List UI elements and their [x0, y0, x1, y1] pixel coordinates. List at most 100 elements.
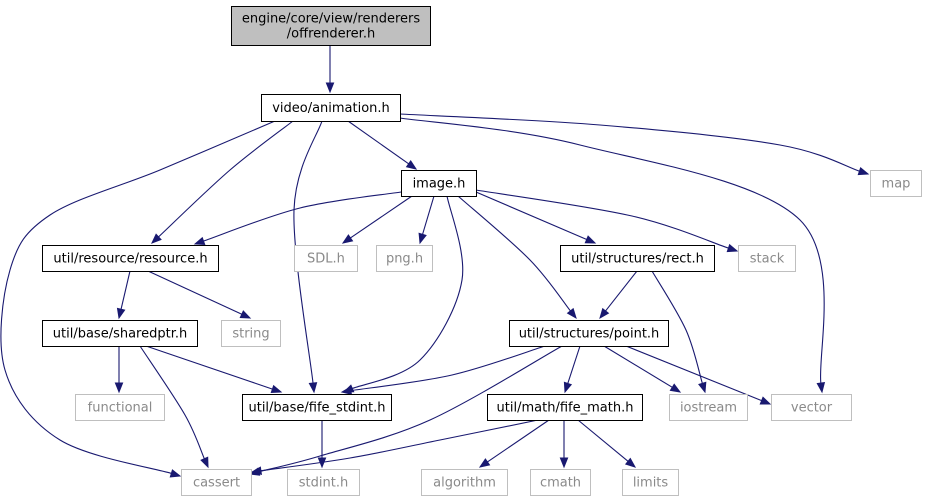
edge-animation-to-resource	[158, 120, 294, 238]
node-box-string	[221, 320, 281, 347]
edge-sharedptr-to-cassert	[139, 345, 205, 459]
arrowhead-image-to-resource	[193, 236, 206, 246]
node-label-vector: vector	[791, 401, 833, 416]
node-label-png: png.h	[386, 252, 423, 267]
node-map: map	[870, 170, 922, 197]
edge-image-to-rect	[475, 191, 587, 240]
node-limits: limits	[622, 469, 679, 496]
arrowhead-resource-to-sharedptr	[116, 307, 126, 320]
node-box-point	[509, 320, 669, 347]
node-box-offrenderer	[231, 6, 431, 46]
edge-image-to-fife_stdint	[352, 195, 464, 390]
edge-point-to-iostream	[603, 345, 673, 388]
node-point[interactable]: util/structures/point.h	[509, 320, 669, 347]
node-box-sdl	[294, 245, 358, 272]
edge-fife_math-to-cassert	[260, 419, 539, 472]
edge-resource-to-string	[147, 270, 243, 315]
node-label-cassert: cassert	[193, 476, 240, 491]
arrowhead-image-to-rect	[584, 235, 597, 244]
node-label-animation: video/animation.h	[272, 101, 390, 116]
node-box-vector	[771, 394, 852, 421]
arrowhead-animation-to-cassert	[169, 469, 182, 478]
node-cmath: cmath	[530, 469, 591, 496]
node-rect[interactable]: util/structures/rect.h	[560, 245, 715, 272]
arrowhead-image-to-point	[566, 307, 577, 320]
arrowhead-resource-to-string	[239, 310, 252, 319]
node-offrenderer: engine/core/view/renderers/offrenderer.h	[231, 6, 431, 46]
node-label-point: util/structures/point.h	[519, 327, 660, 342]
arrowhead-point-to-vector	[759, 396, 772, 405]
node-box-animation	[261, 94, 401, 122]
node-vector: vector	[771, 394, 852, 421]
arrowhead-fife_math-to-algorithm	[478, 458, 491, 468]
arrowhead-sharedptr-to-cassert	[200, 456, 209, 469]
edge-image-to-point	[457, 195, 571, 312]
node-label-limits: limits	[633, 476, 669, 491]
node-animation[interactable]: video/animation.h	[261, 94, 401, 122]
node-sdl: SDL.h	[294, 245, 358, 272]
node-box-functional	[75, 394, 165, 421]
node-label-cmath: cmath	[540, 476, 581, 491]
arrowhead-animation-to-vector	[816, 382, 826, 394]
node-fife_stdint[interactable]: util/base/fife_stdint.h	[242, 394, 392, 421]
arrowhead-sharedptr-to-functional	[114, 382, 124, 394]
node-label-stdint: stdint.h	[299, 476, 348, 491]
edge-animation-to-fife_stdint	[293, 120, 323, 384]
node-box-algorithm	[421, 469, 508, 496]
arrowhead-rect-to-point	[599, 307, 610, 320]
edge-image-to-sdl	[350, 195, 413, 239]
node-box-image	[401, 170, 477, 197]
node-cassert: cassert	[181, 469, 252, 496]
node-box-sharedptr	[42, 320, 198, 347]
edge-resource-to-sharedptr	[120, 270, 131, 310]
arrowhead-fife_math-to-limits	[624, 457, 637, 468]
arrowhead-offrenderer-to-animation	[325, 82, 335, 94]
arrowhead-rect-to-iostream	[698, 381, 707, 394]
node-box-cmath	[530, 469, 591, 496]
node-box-stdint	[287, 469, 360, 496]
edge-point-to-fife_stdint	[350, 345, 546, 392]
node-label-fife_math: util/math/fife_math.h	[497, 401, 634, 416]
node-label-map: map	[882, 177, 911, 192]
node-box-cassert	[181, 469, 252, 496]
node-label-algorithm: algorithm	[433, 476, 496, 491]
node-label-resource: util/resource/resource.h	[53, 252, 207, 267]
node-iostream: iostream	[669, 394, 748, 421]
arrowhead-animation-to-map	[857, 166, 870, 176]
node-label-offrenderer-line-2: /offrenderer.h	[287, 27, 375, 42]
node-sharedptr[interactable]: util/base/sharedptr.h	[42, 320, 198, 347]
node-label-image: image.h	[413, 177, 466, 192]
node-box-fife_math	[487, 394, 643, 421]
arrowhead-point-to-fife_stdint	[340, 386, 353, 395]
arrowhead-image-to-stack	[726, 243, 739, 253]
node-label-rect: util/structures/rect.h	[571, 252, 704, 267]
edge-animation-to-cassert	[0, 120, 276, 474]
node-label-sharedptr: util/base/sharedptr.h	[53, 327, 187, 342]
edge-fife_math-to-algorithm	[487, 419, 550, 463]
edge-point-to-cassert	[258, 345, 563, 473]
node-label-sdl: SDL.h	[307, 252, 345, 267]
edge-rect-to-iostream	[651, 270, 703, 384]
node-string: string	[221, 320, 281, 347]
edge-animation-to-map	[399, 113, 860, 172]
arrowhead-point-to-iostream	[669, 383, 682, 393]
node-box-rect	[560, 245, 715, 272]
edge-image-to-resource	[203, 191, 402, 242]
node-image[interactable]: image.h	[401, 170, 477, 197]
node-label-functional: functional	[88, 401, 153, 416]
node-box-fife_stdint	[242, 394, 392, 421]
node-label-string: string	[232, 327, 269, 342]
node-box-resource	[42, 245, 219, 272]
edges-layer	[0, 45, 870, 478]
edge-rect-to-point	[605, 270, 638, 312]
node-resource[interactable]: util/resource/resource.h	[42, 245, 219, 272]
node-png: png.h	[376, 245, 433, 272]
arrowhead-sharedptr-to-fife_stdint	[270, 384, 283, 394]
edge-fife_math-to-limits	[577, 419, 629, 462]
node-stack: stack	[738, 245, 796, 272]
arrowhead-image-to-sdl	[341, 234, 354, 244]
node-fife_math[interactable]: util/math/fife_math.h	[487, 394, 643, 421]
arrowhead-point-to-fife_math	[563, 381, 573, 394]
arrowhead-fife_math-to-cassert	[250, 466, 262, 475]
